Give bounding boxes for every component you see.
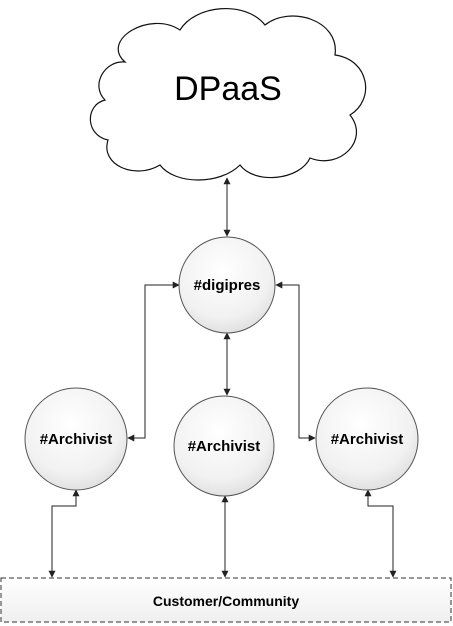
archivist-node-left: #Archivist [24,387,128,491]
hub-label: #digipres [194,277,261,294]
link-left-community [48,489,80,578]
archivist-label-center: #Archivist [188,438,261,455]
hub-node: #digipres [178,236,276,334]
cloud-label: DPaaS [174,70,282,108]
archivist-label-left: #Archivist [40,431,113,448]
connectors [48,177,397,578]
link-right-community [364,489,397,578]
archivist-node-right: #Archivist [315,387,419,491]
link-hub-right [275,281,316,442]
archivist-label-right: #Archivist [331,431,404,448]
archivist-node-center: #Archivist [173,395,275,497]
link-hub-left [127,281,180,442]
community-label: Customer/Community [153,593,299,609]
cloud-shape: DPaaS [89,7,367,181]
community-bar: Customer/Community [0,577,452,623]
